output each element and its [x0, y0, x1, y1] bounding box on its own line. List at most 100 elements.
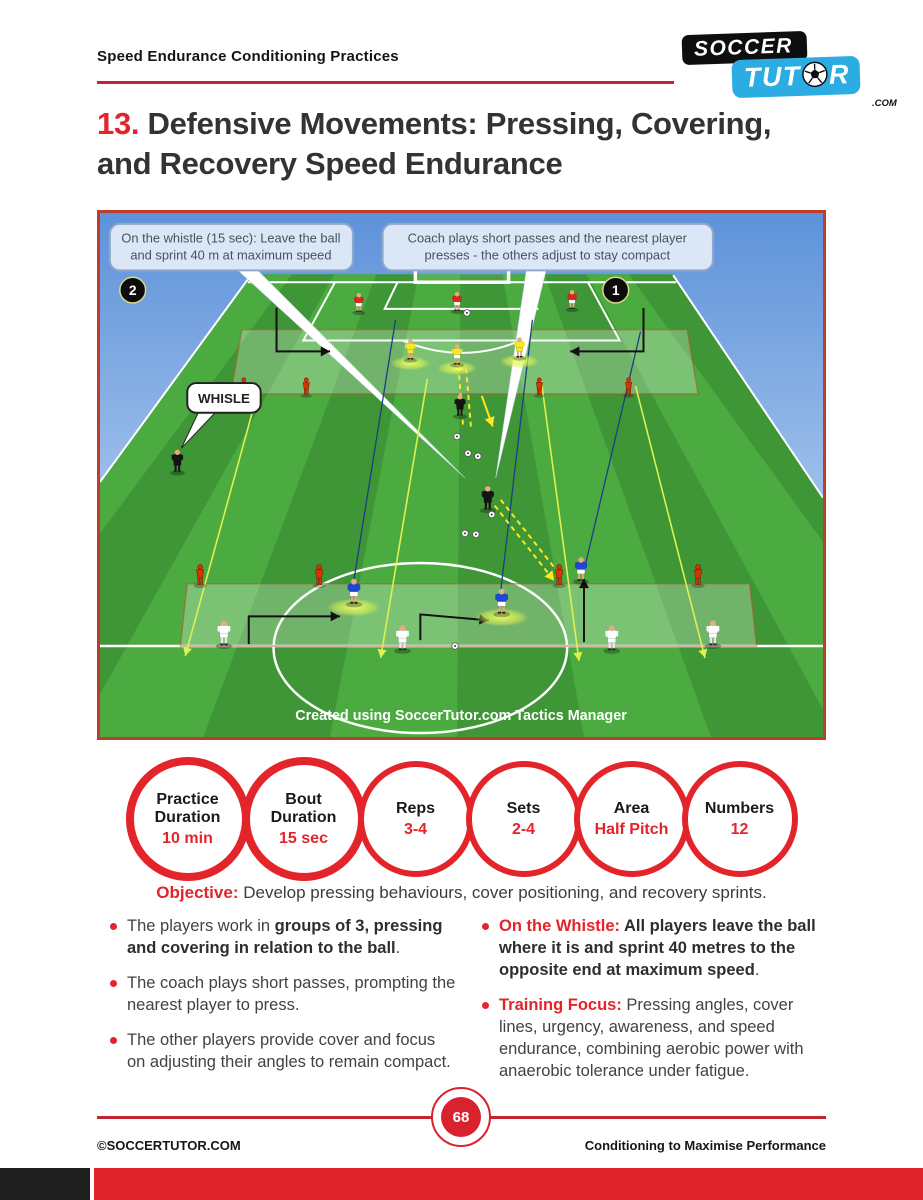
bullet-icon	[110, 923, 117, 930]
stat-value: 2-4	[511, 820, 536, 838]
bullet-icon	[110, 979, 117, 987]
practice-stats-row: Practice Duration 10 min Bout Duration 1…	[97, 757, 826, 881]
player-figure	[704, 620, 722, 649]
mannequin	[691, 564, 705, 588]
player-figure	[450, 344, 464, 368]
page-number: 68	[441, 1097, 481, 1137]
bullet-text: The other players provide cover and focu…	[127, 1030, 451, 1071]
list-item: The coach plays short passes, prompting …	[110, 973, 458, 1017]
section-title: Speed Endurance Conditioning Practices	[97, 48, 399, 65]
footer-red-bar	[94, 1168, 923, 1200]
logo-tut-text: TUT	[743, 60, 802, 93]
practice-number: 13.	[97, 106, 140, 141]
bullet-lead-label: Training Focus:	[499, 995, 622, 1014]
objective-text: Develop pressing behaviours, cover posit…	[238, 883, 767, 902]
stat-bout-duration: Bout Duration 15 sec	[241, 757, 366, 881]
whistle-bubble	[186, 382, 262, 414]
stat-label: Sets	[506, 799, 541, 817]
logo-tutor-wordmark: TUT R	[731, 55, 861, 99]
bullet-text: The coach plays short passes, prompting …	[127, 973, 456, 1014]
mannequin	[193, 564, 207, 588]
bullet-bold-text: groups of 3, pressing and covering in re…	[127, 917, 443, 957]
list-item: On the Whistle: All players leave the ba…	[482, 916, 826, 982]
bullet-text: Pressing angles, cover lines, urgency, a…	[499, 995, 804, 1080]
stat-value: 12	[730, 820, 749, 838]
logo-com-suffix: .COM	[872, 98, 897, 109]
objective-line: Objective: Develop pressing behaviours, …	[97, 883, 826, 903]
stat-label: Practice Duration	[154, 790, 221, 826]
diagram-annotations: On the whistle (15 sec): Leave the ball …	[108, 222, 714, 724]
player-figure	[450, 292, 464, 315]
stat-label: Numbers	[704, 799, 775, 817]
list-item: The other players provide cover and focu…	[110, 1030, 458, 1074]
player-figure	[493, 588, 510, 618]
player-figure	[573, 557, 589, 585]
footer-black-bar	[0, 1168, 90, 1200]
player-figure	[479, 486, 496, 514]
stat-area: Area Half Pitch	[573, 761, 690, 877]
bullet-text: .	[754, 960, 760, 979]
bubble-right-line2: presses - the others adjust to stay comp…	[425, 247, 671, 262]
bullet-bold-text: All players leave the ball where it is a…	[499, 917, 816, 979]
player-figure	[403, 339, 418, 363]
stat-label: Bout Duration	[270, 790, 337, 826]
player-figure	[512, 337, 527, 361]
mannequin	[533, 377, 545, 398]
mannequin	[312, 564, 326, 588]
stat-label: Reps	[395, 799, 436, 817]
player-figure	[345, 578, 363, 608]
player-figure	[452, 394, 468, 420]
page-title: 13. Defensive Movements: Pressing, Cover…	[97, 104, 857, 184]
players-and-mannequins	[169, 290, 722, 654]
logo-r-text: R	[828, 59, 851, 90]
stat-practice-duration: Practice Duration 10 min	[125, 757, 250, 881]
step-1-number: 1	[612, 282, 620, 298]
speech-bubble-right	[381, 222, 714, 272]
bullet-icon	[482, 1001, 489, 1009]
footer-tagline: Conditioning to Maximise Performance	[584, 1138, 826, 1153]
pitch-illustration: On the whistle (15 sec): Leave the ball …	[99, 213, 824, 737]
stat-value: 3-4	[403, 820, 428, 838]
soccertutor-logo: SOCCER TUT R .COM	[676, 30, 912, 109]
bullet-icon	[482, 923, 489, 930]
footer-copyright: ©SOCCERTUTOR.COM	[97, 1138, 241, 1153]
stat-sets: Sets 2-4	[465, 761, 582, 877]
bullet-text: .	[395, 938, 401, 957]
player-figure	[394, 625, 411, 654]
objective-label: Objective:	[156, 883, 239, 902]
bullet-text: The players work in	[127, 917, 275, 935]
player-figure	[169, 449, 185, 476]
bullet-lead-label: On the Whistle:	[499, 917, 620, 935]
upper-pressing-zone	[230, 328, 699, 395]
stat-label: Area	[613, 799, 650, 817]
player-figure	[352, 293, 366, 316]
soccer-ball-icon	[801, 61, 828, 93]
stat-numbers: Numbers 12	[681, 761, 798, 877]
mannequin	[623, 377, 635, 398]
page-title-line2: and Recovery Speed Endurance	[97, 146, 563, 181]
stat-value: 15 sec	[279, 829, 328, 847]
player-figure	[215, 620, 233, 649]
bullets-right-column: On the Whistle: All players leave the ba…	[482, 916, 826, 1096]
header-divider	[97, 81, 674, 84]
stat-value: Half Pitch	[594, 820, 669, 838]
player-figure	[565, 290, 579, 313]
bullets-left-column: The players work in groups of 3, pressin…	[110, 916, 458, 1096]
speech-bubble-left	[108, 222, 354, 272]
bubble-left-line2: and sprint 40 m at maximum speed	[130, 247, 331, 262]
bubble-left-line1: On the whistle (15 sec): Leave the ball	[121, 231, 340, 246]
lower-pressing-zone	[179, 583, 758, 647]
whistle-label: WHISLE	[198, 391, 250, 406]
coaching-points: The players work in groups of 3, pressin…	[110, 916, 826, 1096]
stat-value: 10 min	[162, 829, 213, 847]
page-number-badge: 68	[431, 1087, 491, 1147]
mannequin	[300, 377, 312, 398]
tactics-manager-credit: Created using SoccerTutor.com Tactics Ma…	[295, 708, 627, 724]
bullet-icon	[110, 1036, 117, 1044]
step-2-badge	[119, 276, 147, 304]
player-figure	[603, 625, 621, 654]
tactics-diagram: On the whistle (15 sec): Leave the ball …	[97, 210, 826, 740]
mannequin	[552, 564, 566, 588]
bubble-right-line1: Coach plays short passes and the nearest…	[408, 231, 688, 246]
stat-reps: Reps 3-4	[357, 761, 474, 877]
